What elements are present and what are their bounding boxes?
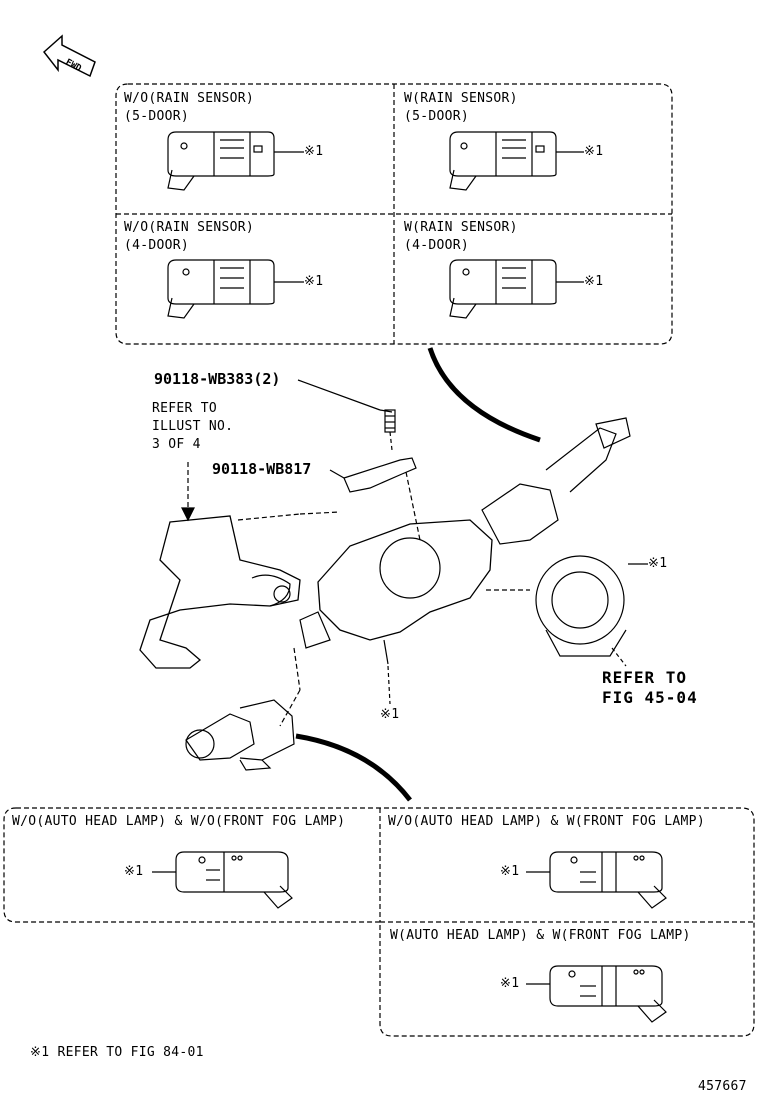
panel-d-title: W(RAIN SENSOR)	[404, 220, 518, 235]
panel-b-subtitle: (5-DOOR)	[404, 109, 470, 124]
panel-c-title: W/O(RAIN SENSOR)	[124, 220, 255, 235]
headlamp-switch-c	[549, 965, 667, 1023]
lower-panel-frame	[3, 807, 755, 1037]
part-number-screw[interactable]: 90118-WB383(2)	[154, 370, 281, 388]
refer-fig-line1[interactable]: REFER TO	[602, 668, 688, 687]
lower-panel-b-ref: ※1	[500, 864, 520, 879]
panel-c-subtitle: (4-DOOR)	[124, 238, 190, 253]
wiper-switch-b	[449, 131, 557, 191]
switch-body-ref: ※1	[380, 707, 400, 722]
refer-illust-line3: 3 OF 4	[152, 437, 201, 452]
lower-panel-c-title: W(AUTO HEAD LAMP) & W(FRONT FOG LAMP)	[390, 928, 691, 943]
footnote: ※1 REFER TO FIG 84-01	[30, 1045, 204, 1060]
refer-illust-line1: REFER TO	[152, 401, 218, 416]
refer-illust-line2: ILLUST NO.	[152, 419, 234, 434]
lower-panel-b-title: W/O(AUTO HEAD LAMP) & W(FRONT FOG LAMP)	[388, 814, 705, 829]
lower-panel-a-title: W/O(AUTO HEAD LAMP) & W/O(FRONT FOG LAMP…	[12, 814, 346, 829]
fwd-arrow-icon: FWD	[42, 34, 96, 78]
clock-spring-ref: ※1	[648, 556, 668, 571]
panel-b-ref: ※1	[584, 144, 604, 159]
panel-a-title: W/O(RAIN SENSOR)	[124, 91, 255, 106]
refer-fig-line2[interactable]: FIG 45-04	[602, 688, 698, 707]
part-number-bracket[interactable]: 90118-WB817	[212, 460, 312, 478]
headlamp-switch-b	[549, 851, 667, 909]
panel-b-title: W(RAIN SENSOR)	[404, 91, 518, 106]
lower-panel-c-ref: ※1	[500, 976, 520, 991]
panel-a-subtitle: (5-DOOR)	[124, 109, 190, 124]
figure-id: 457667	[698, 1079, 747, 1094]
upper-panel-frame	[115, 83, 673, 345]
panel-a-ref: ※1	[304, 144, 324, 159]
wiper-switch-c	[167, 259, 275, 319]
panel-d-ref: ※1	[584, 274, 604, 289]
headlamp-switch-a	[175, 851, 293, 909]
panel-d-subtitle: (4-DOOR)	[404, 238, 470, 253]
lower-panel-a-ref: ※1	[124, 864, 144, 879]
wiper-switch-a	[167, 131, 275, 191]
wiper-switch-d	[449, 259, 557, 319]
panel-c-ref: ※1	[304, 274, 324, 289]
